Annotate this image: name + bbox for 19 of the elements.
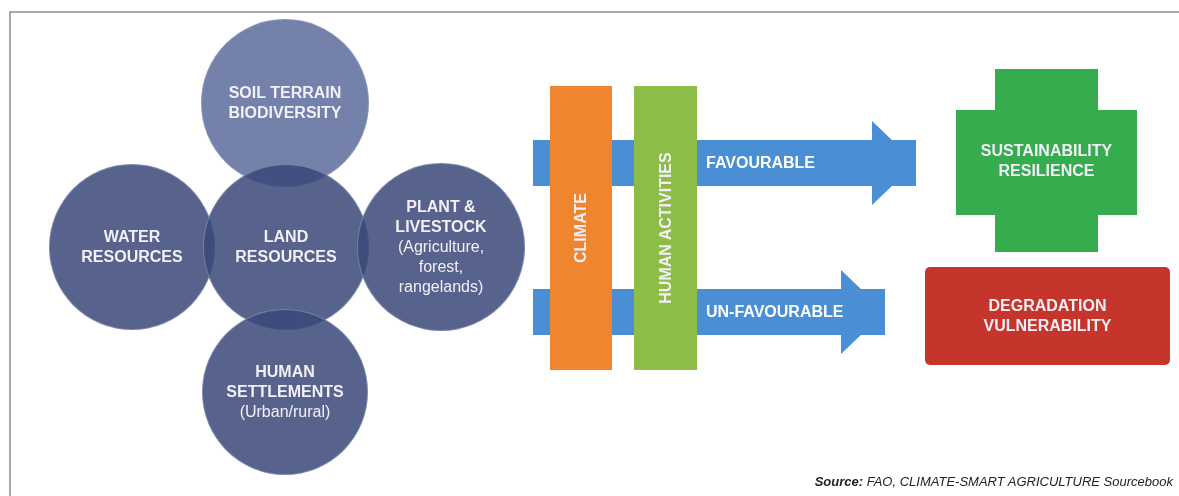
node-sublabel: (Urban/rural) <box>239 402 331 422</box>
node-label: SUSTAINABILITY RESILIENCE <box>979 140 1114 181</box>
edge-label: UN-FAVOURABLE <box>706 302 844 322</box>
node-label: PLANT & LIVESTOCK <box>394 197 488 237</box>
node-label: SOIL TERRAIN BIODIVERSITY <box>227 83 343 123</box>
node-label: WATER RESOURCES <box>80 227 184 267</box>
result-box <box>925 267 1170 365</box>
node-label: DEGRADATION VULNERABILITY <box>982 296 1113 336</box>
node-label: CLIMATE <box>571 193 590 263</box>
node-label: HUMAN SETTLEMENTS <box>225 362 345 402</box>
vertical-bar <box>634 86 697 370</box>
node-sublabel: (Agriculture, forest, rangelands) <box>396 237 486 297</box>
node-label: HUMAN ACTIVITIES <box>655 152 675 304</box>
arrow <box>697 121 916 205</box>
node-label: LAND RESOURCES <box>234 227 338 267</box>
edge-label: FAVOURABLE <box>706 153 816 173</box>
source-note: Source: FAO, CLIMATE-SMART AGRICULTURE Sourcebook <box>814 474 1173 489</box>
vertical-bar <box>550 86 612 370</box>
arrow <box>697 270 885 354</box>
